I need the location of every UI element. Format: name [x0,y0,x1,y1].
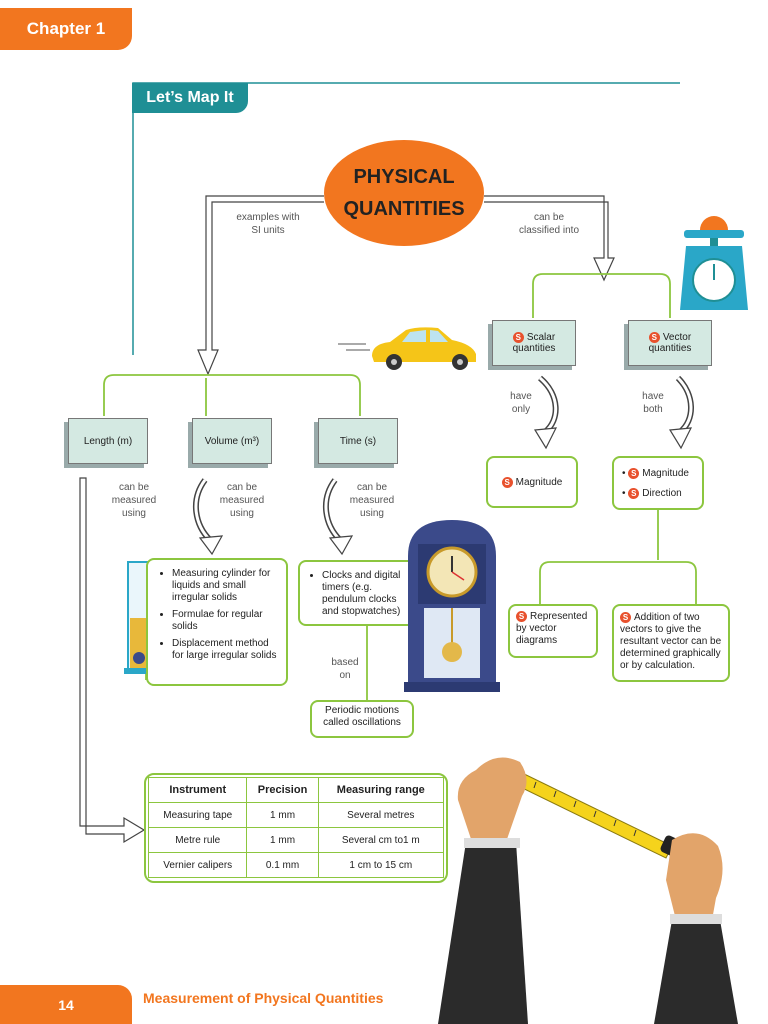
table-row: Metre rule 1 mm Several cm to1 m [147,827,445,853]
scalar-magnitude: Magnitude [515,476,563,488]
column-header: Measuring range [317,777,445,803]
examples-label: examples with SI units [236,212,300,236]
s-icon: S [628,467,640,479]
vector-relation-label: have both [642,391,664,415]
vector-representation: Represented by vector diagrams [516,611,588,647]
time-methods-box: Clocks and digital timers (e.g. pendulum… [298,560,416,626]
volume-method-item: Displacement method for large irregular … [172,638,278,662]
volume-measured-label: can be measured using [219,482,265,519]
volume-methods-box: Measuring cylinder for liquids and small… [146,558,288,686]
s-icon: S [648,331,660,343]
table-cell: Vernier calipers [147,852,248,878]
weighing-scale-icon [680,216,748,310]
table-header-row: Instrument Precision Measuring range [147,777,445,803]
footer-title: Measurement of Physical Quantities [143,990,384,1006]
s-icon: S [501,476,513,488]
s-icon: S [512,331,524,343]
table-cell: 1 mm [246,827,319,853]
s-icon: S [516,611,527,622]
oscillations-text: Periodic motions called oscillations [323,705,401,728]
table-cell: 0.1 mm [246,852,319,878]
main-topic-oval: PHYSICAL QUANTITIES [324,140,484,246]
table-row: Measuring tape 1 mm Several metres [147,802,445,828]
table-cell: Metre rule [147,827,248,853]
length-box: Length (m) [68,418,148,464]
length-measured-label: can be measured using [111,482,157,519]
column-header: Precision [246,777,319,803]
vector-addition: Addition of two vectors to give the resu… [620,612,722,672]
volume-box: Volume (m³) [192,418,272,464]
main-title-line2: QUANTITIES [343,198,465,220]
table-cell: Several metres [317,802,445,828]
page-number: 14 [0,985,132,1024]
based-on-label: based on [331,657,359,681]
main-title-line1: PHYSICAL [353,166,455,188]
oscillations-box: Periodic motions called oscillations [310,700,414,738]
s-icon: S [620,612,631,623]
pendulum-clock-icon [404,520,500,692]
time-method-item: Clocks and digital timers (e.g. pendulum… [322,570,408,618]
scalar-relation-label: have only [510,391,532,415]
table-cell: Measuring tape [147,802,248,828]
classified-label: can be classified into [518,212,580,236]
table-row: Vernier calipers 0.1 mm 1 cm to 15 cm [147,852,445,878]
chapter-tab: Chapter 1 [0,8,132,50]
instrument-table: Instrument Precision Measuring range Mea… [147,777,445,878]
volume-method-item: Measuring cylinder for liquids and small… [172,568,278,604]
table-cell: 1 cm to 15 cm [317,852,445,878]
table-cell: 1 mm [246,802,319,828]
vector-label: Vector quantities [648,332,692,355]
time-measured-label: can be measured using [349,482,395,519]
measuring-tape-icon [438,757,738,1024]
time-box: Time (s) [318,418,398,464]
table-cell: Several cm to1 m [317,827,445,853]
column-header: Instrument [147,777,248,803]
s-icon: S [628,487,640,499]
car-icon [338,327,476,370]
volume-method-item: Formulae for regular solids [172,609,278,633]
map-title: Let’s Map It [132,83,248,113]
scalar-label: Scalar quantities [512,332,556,355]
